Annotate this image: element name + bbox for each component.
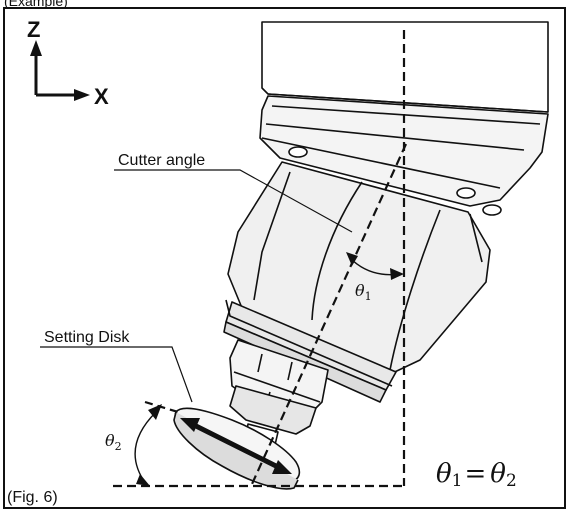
axes-indicator: Z X	[27, 17, 109, 109]
figure-caption: (Fig. 6)	[7, 489, 58, 506]
cutter-axis-line	[250, 143, 408, 485]
z-axis-label: Z	[27, 17, 40, 42]
x-arrow-icon	[74, 89, 90, 101]
spindle-body	[227, 161, 491, 379]
theta2-label: θ2	[105, 431, 122, 453]
setting-disk-illustration	[173, 407, 301, 490]
header-fragment: (Example)	[4, 0, 68, 9]
angle-equation: θ1=θ2	[436, 459, 517, 491]
theta1-arrow-right-icon	[390, 268, 404, 280]
cutter-angle-label: Cutter angle	[118, 152, 205, 169]
figure-border	[3, 7, 566, 509]
setting-disk-label: Setting Disk	[44, 329, 130, 346]
theta1-arrow-left-icon	[346, 252, 358, 266]
theta1-label: θ1	[355, 281, 372, 303]
theta2-arc	[134, 411, 157, 485]
disk-diameter-arrow	[186, 419, 286, 473]
x-axis-label: X	[94, 84, 109, 109]
theta2-arrow-bottom-icon	[136, 474, 150, 486]
disk-face-line	[144, 400, 179, 414]
cutter-angle-leader	[114, 169, 353, 233]
spindle-head-illustration	[223, 21, 549, 459]
setting-disk-leader	[40, 346, 193, 403]
z-arrow-icon	[30, 40, 42, 56]
theta2-arrow-top-icon	[148, 404, 162, 420]
